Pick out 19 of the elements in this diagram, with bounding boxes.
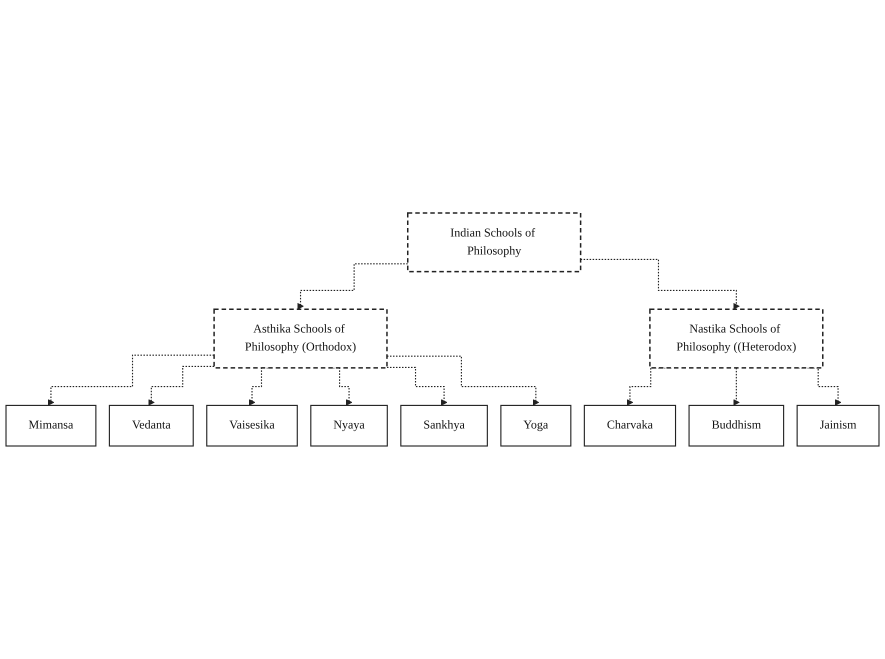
node-box: Asthika Schools of Philosophy (Orthodox) <box>213 308 388 369</box>
arrow <box>297 263 408 310</box>
arrow <box>580 258 740 310</box>
node-box: Vedanta <box>108 404 194 447</box>
node-box: Nastika Schools of Philosophy ((Heterodox) <box>649 308 824 369</box>
node-box: Mimansa <box>5 404 96 447</box>
node-box: Charvaka <box>584 404 676 447</box>
arrow <box>386 356 540 406</box>
node-box: Yoga <box>500 404 572 447</box>
node-box: Indian Schools of Philosophy <box>406 212 582 272</box>
node-box: Sankhya <box>400 404 488 447</box>
arrow <box>733 367 740 406</box>
node-box: Vaisesika <box>206 404 298 447</box>
arrow <box>148 366 214 406</box>
node-box: Buddhism <box>688 404 784 447</box>
node-box: Nyaya <box>310 404 388 447</box>
arrow <box>48 354 214 406</box>
node-box: Jainism <box>796 404 880 447</box>
arrow <box>386 366 448 406</box>
